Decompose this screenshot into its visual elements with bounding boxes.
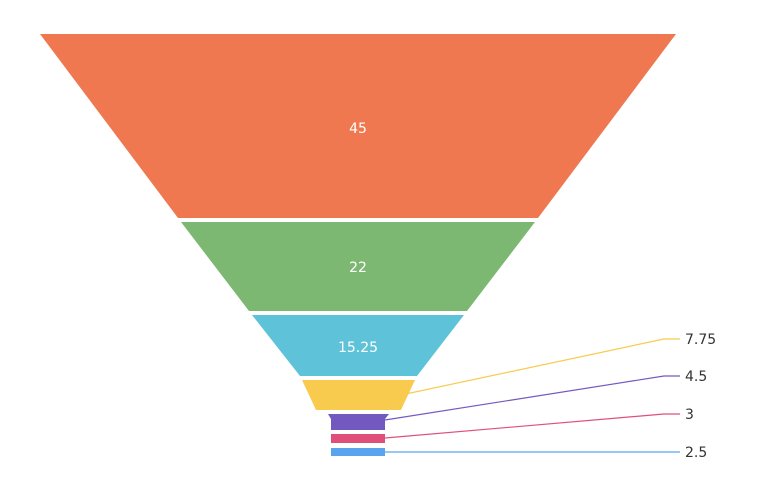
funnel-segment-3[interactable]	[252, 315, 464, 376]
funnel-segment-7[interactable]	[331, 448, 385, 456]
funnel-segment-4[interactable]	[302, 380, 415, 410]
segment-5-label: 4.5	[685, 369, 707, 385]
segment-1-label: 45	[349, 121, 367, 137]
connector-line-4	[400, 338, 680, 396]
connector-line-6	[384, 413, 680, 439]
funnel-segment-2[interactable]	[181, 222, 535, 311]
connector-line-5	[384, 375, 680, 421]
funnel-segment-1[interactable]	[40, 34, 676, 218]
segment-7-label: 2.5	[685, 445, 707, 461]
segment-3-label: 15.25	[338, 340, 378, 356]
segment-4-label: 7.75	[685, 332, 716, 348]
segment-2-label: 22	[349, 260, 367, 276]
funnel-segment-5[interactable]	[328, 414, 389, 430]
segment-6-label: 3	[685, 407, 694, 423]
funnel-segment-6[interactable]	[331, 434, 385, 443]
